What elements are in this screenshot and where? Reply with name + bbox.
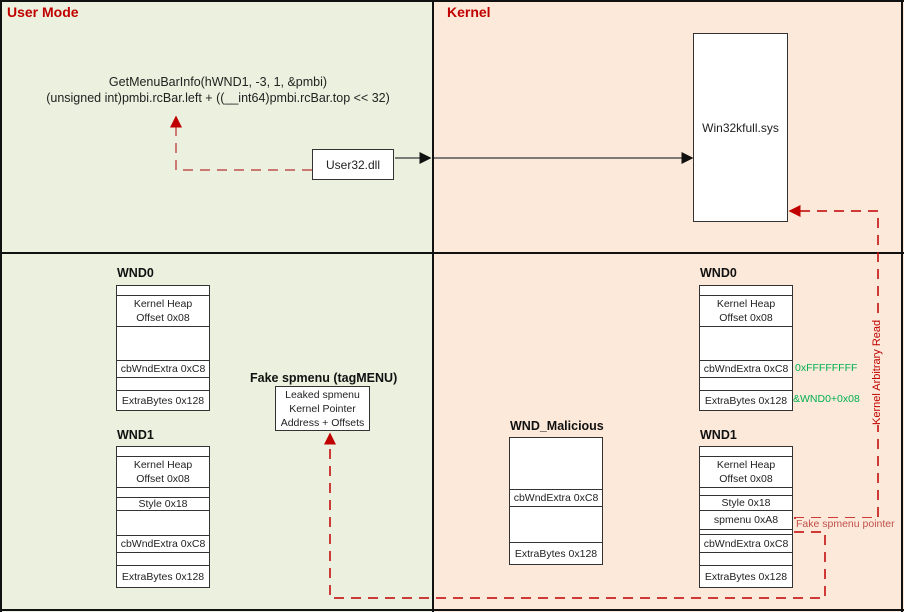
wnd-cell: cbWndExtra 0xC8: [700, 535, 792, 553]
fake-spmenu-pointer-label: Fake spmenu pointer: [796, 518, 895, 530]
wnd-cell: [700, 488, 792, 496]
wnd-cell: ExtraBytes 0x128: [121, 394, 205, 407]
frame-right: [901, 0, 903, 612]
kernel-wnd1-title: WND1: [700, 428, 737, 442]
wnd-cell: [700, 447, 792, 457]
wnd-cell: Style 0x18: [700, 496, 792, 511]
extrabytes-value-note: &WND0+0x08: [793, 393, 860, 405]
wnd-cell: [700, 327, 792, 361]
frame-top: [0, 0, 904, 2]
wnd-cell: Kernel Heap Offset 0x08: [700, 457, 792, 488]
user-wnd0-title: WND0: [117, 266, 154, 280]
wnd-cell: [117, 286, 209, 296]
user-wnd1-title: WND1: [117, 428, 154, 442]
cbwndextra-value-note: 0xFFFFFFFF: [795, 362, 858, 374]
wnd-cell: Style 0x18: [117, 498, 209, 511]
fake-spmenu-line-2: Kernel Pointer: [289, 402, 356, 415]
wnd-cell: Kernel Heap Offset 0x08: [117, 296, 209, 327]
user-mode-region: [0, 0, 433, 612]
wnd-cell: [510, 507, 602, 543]
wnd-cell: ExtraBytes 0x128: [704, 570, 788, 583]
wnd-cell: Kernel Heap Offset 0x08: [117, 457, 209, 488]
wnd-cell: cbWndExtra 0xC8: [117, 536, 209, 553]
user-mode-title: User Mode: [7, 4, 79, 20]
wnd-cell: [700, 553, 792, 566]
kernel-wnd0-stack: Kernel Heap Offset 0x08 cbWndExtra 0xC8 …: [699, 285, 793, 411]
user32-dll-box: User32.dll: [312, 149, 394, 180]
fake-spmenu-pointer-arrow: [324, 432, 826, 599]
call-line-1: GetMenuBarInfo(hWND1, -3, 1, &pmbi): [108, 75, 328, 89]
wnd-cell: [700, 530, 792, 535]
fake-spmenu-line-1: Leaked spmenu: [285, 388, 360, 401]
wnd-cell: ExtraBytes 0x128: [704, 394, 788, 407]
fake-spmenu-box: Leaked spmenu Kernel Pointer Address + O…: [275, 386, 370, 431]
kernel-arbitrary-read-arrow: [788, 205, 879, 519]
wnd-malicious-title: WND_Malicious: [510, 419, 604, 433]
fake-spmenu-title: Fake spmenu (tagMENU): [250, 371, 398, 385]
wnd-cell: Kernel Heap Offset 0x08: [700, 296, 792, 327]
call-text: GetMenuBarInfo(hWND1, -3, 1, &pmbi) (uns…: [18, 74, 418, 106]
wnd-cell: cbWndExtra 0xC8: [510, 490, 602, 507]
call-line-2: (unsigned int)pmbi.rcBar.left + ((__int6…: [46, 91, 390, 105]
user-wnd1-stack: Kernel Heap Offset 0x08 Style 0x18 cbWnd…: [116, 446, 210, 588]
fake-spmenu-line-3: Address + Offsets: [280, 416, 365, 429]
wnd-cell: ExtraBytes 0x128: [514, 547, 598, 560]
kernel-title: Kernel: [447, 4, 491, 20]
kernel-wnd0-title: WND0: [700, 266, 737, 280]
win32kfull-sys-box: Win32kfull.sys: [693, 33, 788, 222]
wnd-cell: [510, 438, 602, 490]
wnd-cell: [700, 286, 792, 296]
frame-left: [0, 0, 2, 612]
wnd-cell spmenu-cell: spmenu 0xA8: [700, 511, 792, 530]
kernel-arbitrary-read-label: Kernel Arbitrary Read: [871, 319, 883, 425]
horizontal-divider: [0, 252, 904, 254]
wnd-cell: [117, 511, 209, 536]
wnd-cell: [117, 488, 209, 498]
wnd-cell: [117, 378, 209, 391]
wnd-cell: ExtraBytes 0x128: [121, 570, 205, 583]
return-to-call-arrow: [170, 115, 312, 171]
wnd-cell: cbWndExtra 0xC8: [700, 361, 792, 378]
kernel-wnd1-stack: Kernel Heap Offset 0x08 Style 0x18 spmen…: [699, 446, 793, 588]
wnd-malicious-stack: cbWndExtra 0xC8 ExtraBytes 0x128: [509, 437, 603, 565]
vertical-divider: [432, 0, 434, 612]
wnd-cell: cbWndExtra 0xC8: [117, 361, 209, 378]
wnd-cell: [117, 327, 209, 361]
frame-bottom: [0, 609, 904, 611]
wnd-cell: [117, 553, 209, 566]
user-wnd0-stack: Kernel Heap Offset 0x08 cbWndExtra 0xC8 …: [116, 285, 210, 411]
wnd-cell: [117, 447, 209, 457]
wnd-cell: [700, 378, 792, 391]
